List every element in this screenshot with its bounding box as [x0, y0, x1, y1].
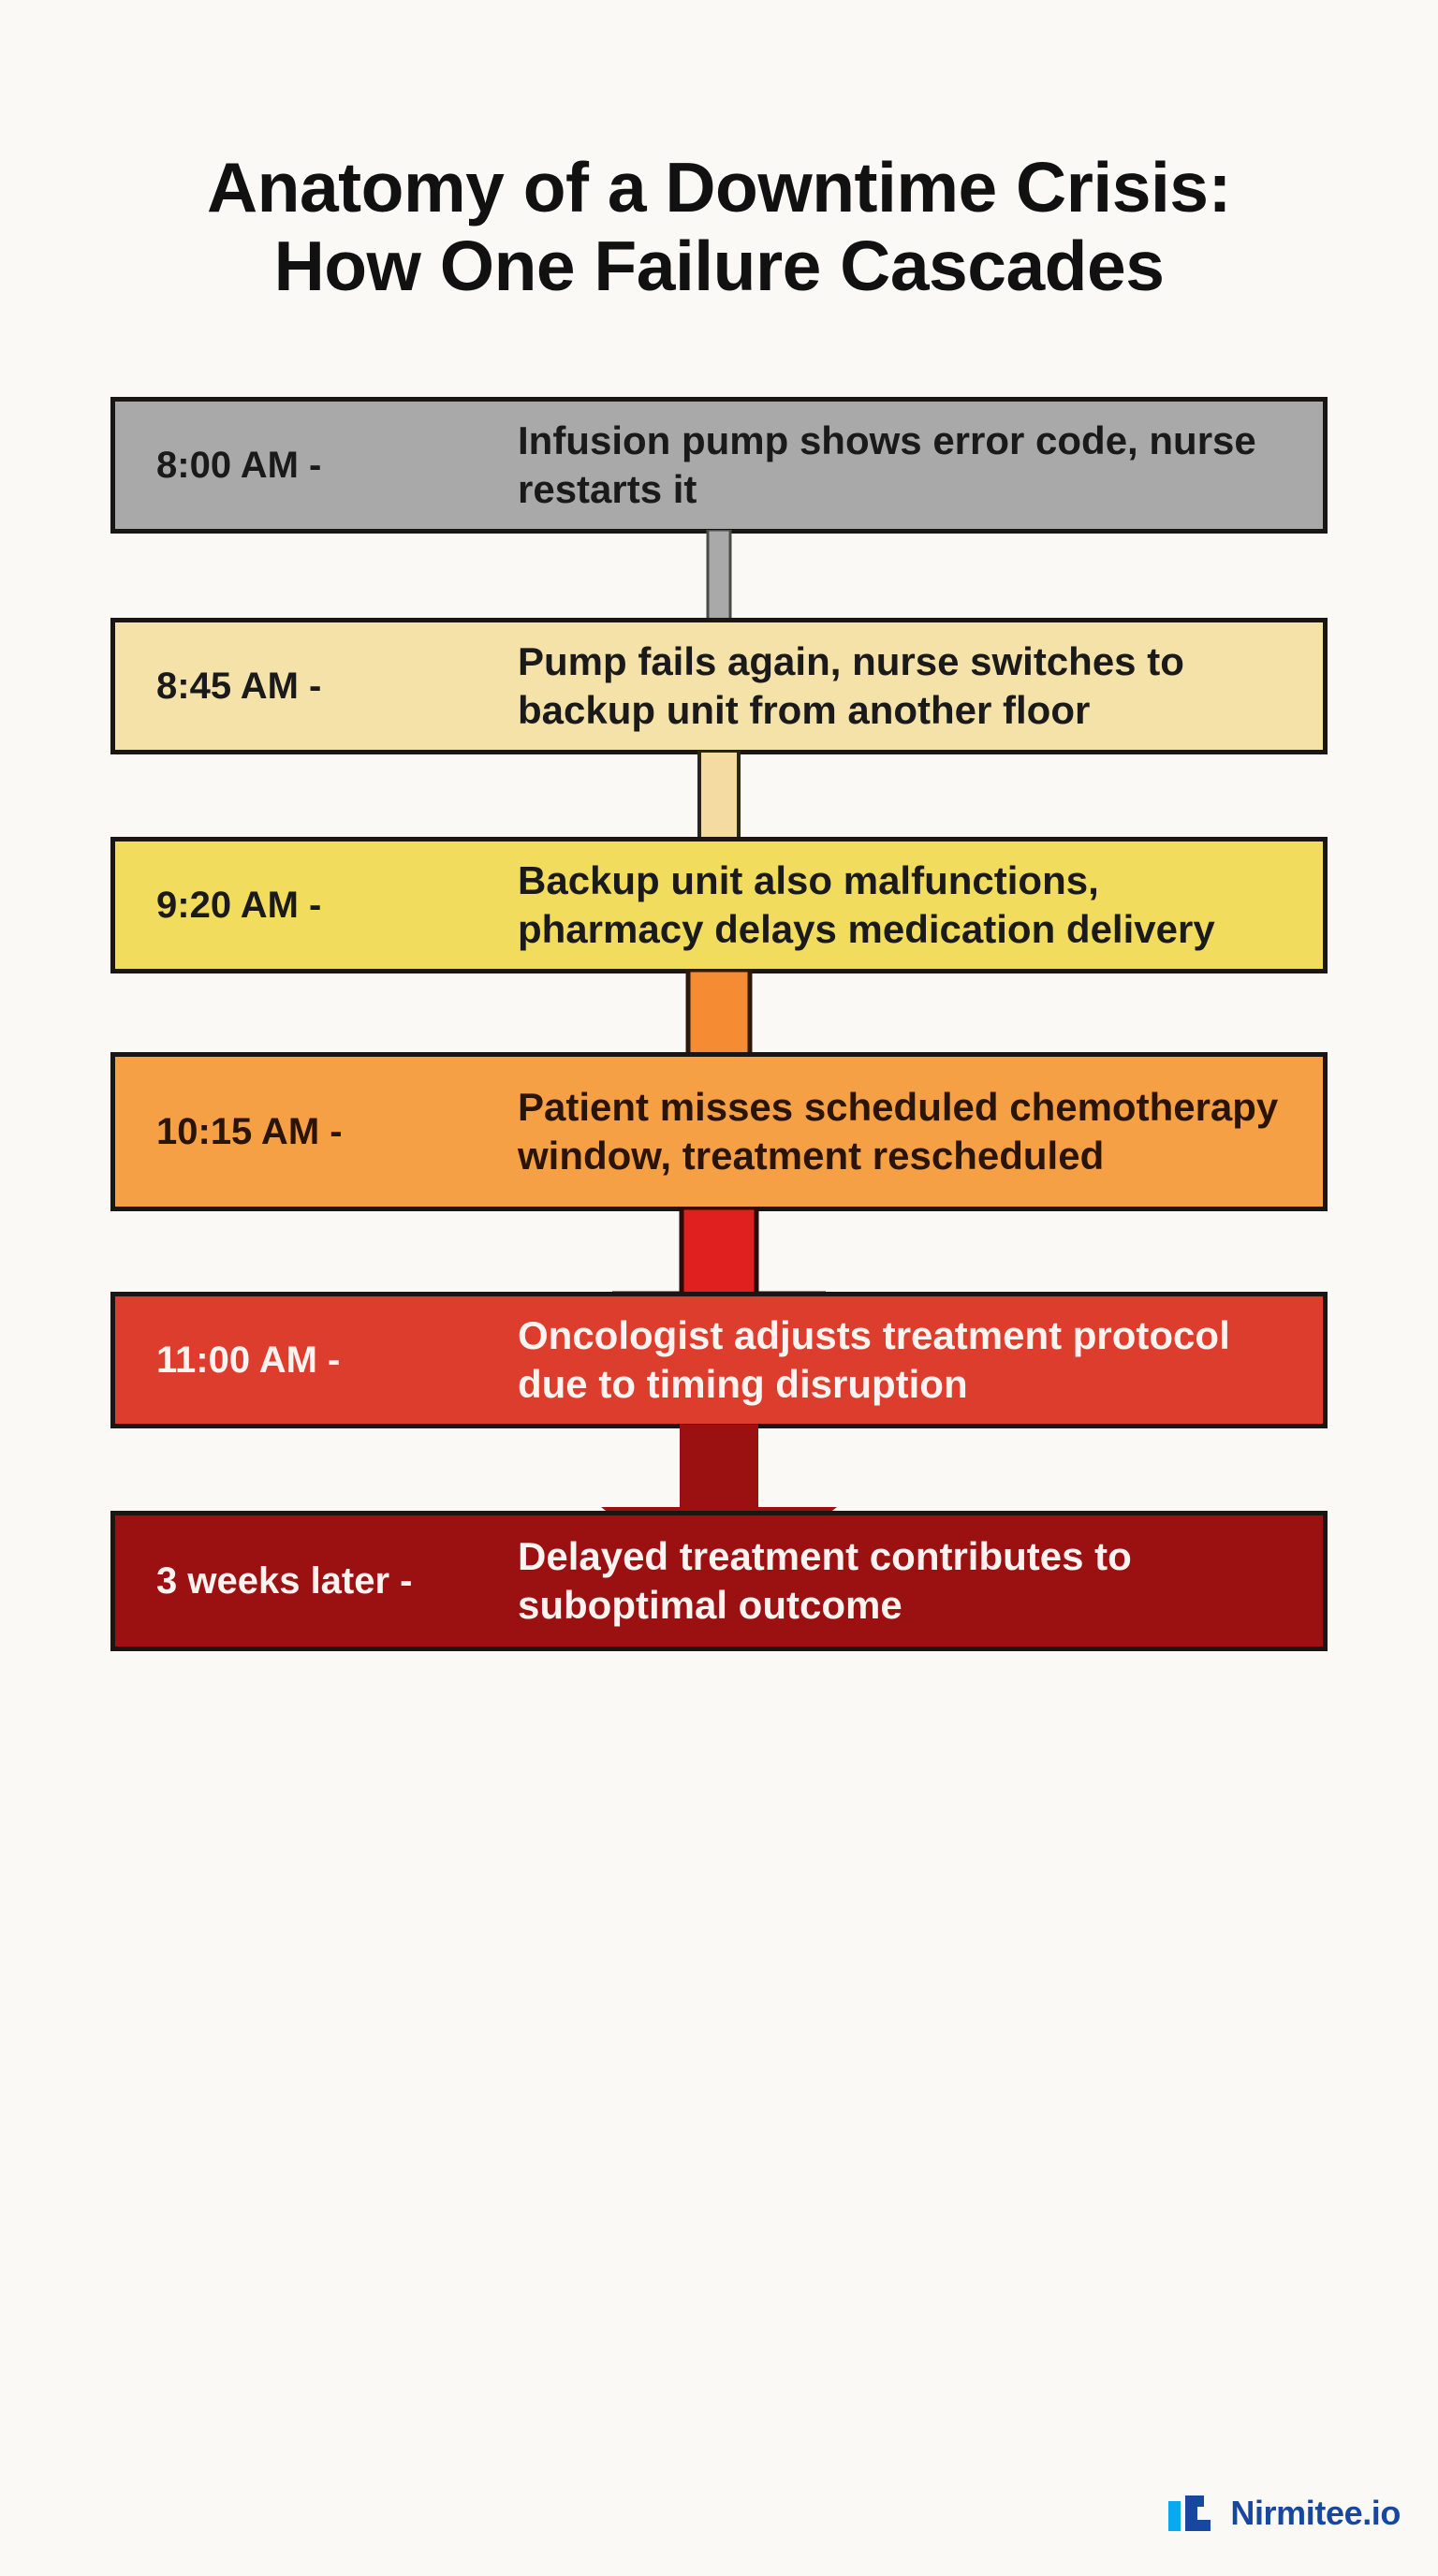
- timeline-step-5: 11:00 AM - Oncologist adjusts treatment …: [110, 1292, 1328, 1428]
- timeline-step-2-description: Pump fails again, nurse switches to back…: [518, 638, 1184, 732]
- page-title: Anatomy of a Downtime Crisis: How One Fa…: [0, 148, 1438, 305]
- timeline-step-2: 8:45 AM - Pump fails again, nurse switch…: [110, 618, 1328, 754]
- timeline-step-3-description: Backup unit also malfunctions, pharmacy …: [518, 857, 1215, 951]
- timeline-step-4: 10:15 AM - Patient misses scheduled chem…: [110, 1052, 1328, 1211]
- connector-gap-3: [110, 970, 1328, 1148]
- timeline-step-1-description: Infusion pump shows error code, nurse re…: [518, 417, 1256, 511]
- page-title-line-1: Anatomy of a Downtime Crisis:: [207, 148, 1231, 227]
- footer-brand-text: Nirmitee.io: [1230, 2494, 1401, 2532]
- timeline-flow: 8:00 AM - Infusion pump shows error code…: [110, 397, 1328, 1651]
- timeline-step-5-time: 11:00 AM -: [156, 1339, 341, 1381]
- timeline-step-4-description: Patient misses scheduled chemotherapy wi…: [518, 1084, 1279, 1178]
- timeline-step-2-time: 8:45 AM -: [156, 665, 322, 707]
- timeline-step-1: 8:00 AM - Infusion pump shows error code…: [110, 397, 1328, 534]
- connector-gap-5: [110, 1425, 1328, 1599]
- timeline-step-6: 3 weeks later - Delayed treatment contri…: [110, 1511, 1328, 1651]
- connector-gap-1: [110, 530, 1328, 708]
- page-title-line-2: How One Failure Cascades: [273, 227, 1165, 306]
- timeline-step-4-time: 10:15 AM -: [156, 1110, 343, 1152]
- timeline-step-3: 9:20 AM - Backup unit also malfunctions,…: [110, 837, 1328, 973]
- timeline-step-3-time: 9:20 AM -: [156, 884, 322, 926]
- timeline-step-6-description: Delayed treatment contributes to subopti…: [518, 1533, 1132, 1627]
- footer-brand[interactable]: Nirmitee.io: [1168, 2494, 1401, 2533]
- timeline-step-5-description: Oncologist adjusts treatment protocol du…: [518, 1312, 1230, 1406]
- connector-gap-2: [110, 751, 1328, 929]
- nirmitee-logo-icon: [1168, 2496, 1211, 2531]
- timeline-step-6-time: 3 weeks later -: [156, 1559, 413, 1602]
- connector-gap-4: [110, 1208, 1328, 1385]
- timeline-step-1-time: 8:00 AM -: [156, 444, 322, 486]
